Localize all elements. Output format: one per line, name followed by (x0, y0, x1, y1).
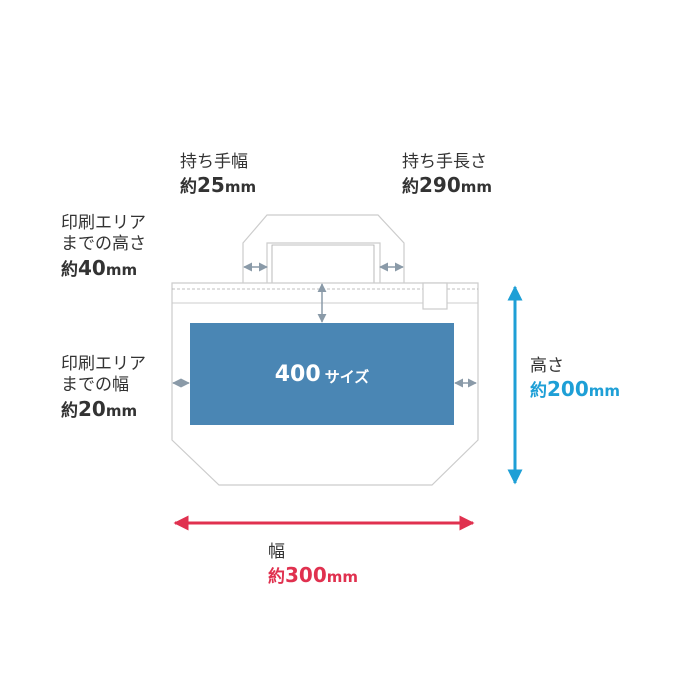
handle-length-value: 290 (419, 173, 461, 198)
handle-length-unit: mm (460, 178, 493, 197)
print-top-label: 印刷エリア までの高さ 約40mm (61, 213, 146, 281)
handle-length-prefix: 約 (402, 177, 419, 198)
height-prefix: 約 (530, 381, 547, 402)
height-title: 高さ (530, 356, 564, 376)
print-top-value-line: 約40mm (61, 256, 146, 281)
print-side-value: 20 (78, 396, 106, 421)
width-title: 幅 (268, 542, 285, 562)
handle-width-prefix: 約 (180, 177, 197, 198)
height-value-line: 約200mm (530, 377, 620, 402)
handle-width-value-line: 約25mm (180, 173, 256, 198)
bag-handle (242, 214, 405, 303)
print-area (190, 323, 454, 425)
print-top-unit: mm (105, 260, 138, 279)
height-value: 200 (547, 377, 589, 402)
bag-tag (422, 282, 448, 310)
handle-width-title: 持ち手幅 (180, 152, 248, 172)
print-top-title-1: 印刷エリア (61, 213, 146, 233)
handle-length-label: 持ち手長さ 約290mm (402, 152, 492, 199)
width-value-line: 約300mm (268, 563, 358, 588)
handle-stitch (271, 244, 375, 283)
print-side-title-2: までの幅 (61, 375, 129, 396)
print-side-prefix: 約 (61, 400, 78, 421)
width-unit: mm (326, 568, 359, 587)
print-side-label: 印刷エリア までの幅 約20mm (61, 354, 146, 422)
handle-width-label: 持ち手幅 約25mm (180, 152, 256, 199)
width-label: 幅 約300mm (268, 542, 358, 589)
print-side-title-1: 印刷エリア (61, 354, 146, 374)
handle-width-unit: mm (224, 178, 257, 197)
print-top-value: 40 (78, 255, 106, 280)
height-unit: mm (588, 382, 621, 401)
handle-length-title: 持ち手長さ (402, 152, 487, 172)
height-label: 高さ 約200mm (530, 356, 620, 403)
print-side-unit: mm (105, 401, 138, 420)
width-prefix: 約 (268, 567, 285, 588)
width-value: 300 (285, 563, 327, 588)
handle-length-value-line: 約290mm (402, 173, 492, 198)
print-top-title-2: までの高さ (61, 234, 146, 255)
print-side-value-line: 約20mm (61, 397, 146, 422)
handle-width-value: 25 (197, 173, 225, 198)
print-top-prefix: 約 (61, 259, 78, 280)
